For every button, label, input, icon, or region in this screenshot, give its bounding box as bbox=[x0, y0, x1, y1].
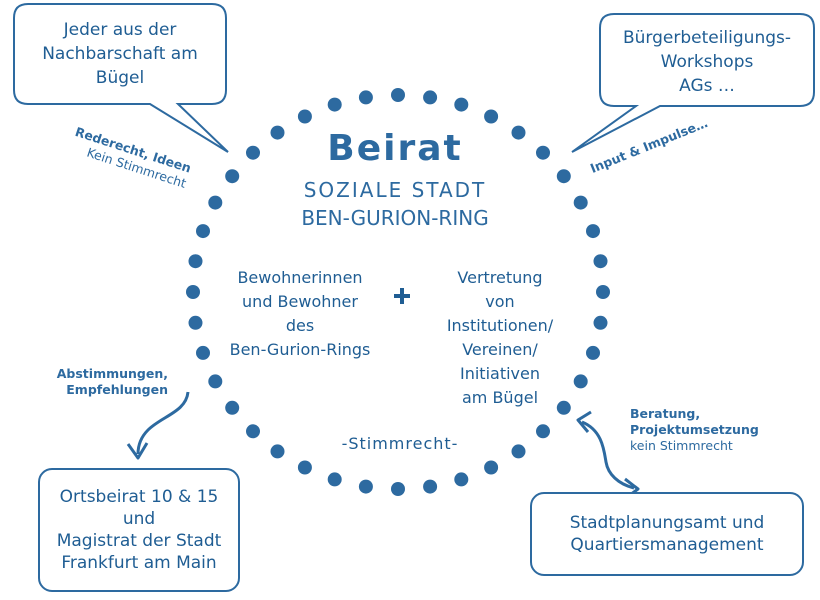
ring-dot bbox=[593, 254, 608, 269]
arrow-head-abstimmungen bbox=[126, 442, 149, 460]
ring-dot bbox=[358, 479, 373, 494]
ring-dot bbox=[246, 145, 260, 160]
speech-bubble-left bbox=[13, 3, 229, 153]
ring-dot bbox=[423, 479, 438, 494]
ring-dot bbox=[327, 472, 342, 487]
label-stimmrecht: -Stimmrecht- bbox=[341, 434, 459, 453]
ring-dot bbox=[297, 460, 312, 475]
ring-dot bbox=[391, 88, 405, 102]
ring-dot bbox=[186, 285, 200, 299]
ring-dot bbox=[188, 315, 203, 330]
ring-dot bbox=[573, 374, 588, 389]
ring-dot bbox=[454, 472, 469, 487]
ring-dot bbox=[536, 145, 550, 160]
ring-dot bbox=[297, 109, 312, 124]
group-bewohner: Bewohnerinnen und Bewohner des Ben-Gurio… bbox=[229, 268, 371, 359]
ring-dot bbox=[484, 109, 499, 124]
ring-dot bbox=[556, 169, 571, 184]
ring-dot bbox=[596, 285, 610, 299]
arrow-beratung bbox=[581, 420, 635, 490]
ring-dot bbox=[358, 90, 373, 105]
ring-dot bbox=[511, 125, 526, 140]
speech-bubble-right bbox=[571, 13, 815, 153]
subtitle-soziale-stadt: SOZIALE STADT bbox=[303, 178, 487, 202]
ring-dot bbox=[196, 224, 210, 239]
group-vertretung: Vertretung von Institutionen/ Vereinen/ … bbox=[446, 268, 554, 407]
label-beratung: Beratung, Projektumsetzung kein Stimmrec… bbox=[630, 406, 759, 453]
plus-icon bbox=[394, 288, 410, 304]
ring-dot bbox=[208, 195, 223, 210]
ring-dot bbox=[196, 345, 210, 360]
dotted-circle bbox=[186, 88, 610, 496]
ring-dot bbox=[327, 97, 342, 112]
label-abstimmungen: Abstimmungen, Empfehlungen bbox=[56, 366, 168, 397]
ring-dot bbox=[225, 169, 240, 184]
ring-dot bbox=[246, 424, 260, 439]
arrow-head-beratung-top bbox=[576, 410, 592, 433]
ring-dot bbox=[556, 400, 571, 415]
arrow-abstimmungen bbox=[136, 391, 190, 455]
ring-dot bbox=[536, 424, 550, 439]
bubble-right-text: Bürgerbeteiligungs- Workshops AGs … bbox=[622, 28, 792, 96]
bubble-left-text: Jeder aus der Nachbarschaft am Bügel bbox=[42, 20, 198, 88]
ring-dot bbox=[593, 315, 608, 330]
ring-dot bbox=[423, 90, 438, 105]
ring-dot bbox=[270, 125, 285, 140]
box-ortsbeirat: Ortsbeirat 10 & 15 und Magistrat der Sta… bbox=[38, 468, 240, 592]
ring-dot bbox=[454, 97, 469, 112]
ring-dot bbox=[586, 224, 600, 239]
title-beirat: Beirat bbox=[327, 128, 463, 169]
subtitle-ben-gurion-ring: BEN-GURION-RING bbox=[301, 206, 489, 230]
box-stadtplanung: Stadtplanungsamt und Quartiersmanagement bbox=[530, 492, 804, 576]
ring-dot bbox=[586, 345, 600, 360]
ring-dot bbox=[208, 374, 223, 389]
ring-dot bbox=[391, 482, 405, 496]
ring-dot bbox=[270, 444, 285, 459]
ring-dot bbox=[188, 254, 203, 269]
ring-dot bbox=[511, 444, 526, 459]
ring-dot bbox=[573, 195, 588, 210]
ring-dot bbox=[225, 400, 240, 415]
ring-dot bbox=[484, 460, 499, 475]
